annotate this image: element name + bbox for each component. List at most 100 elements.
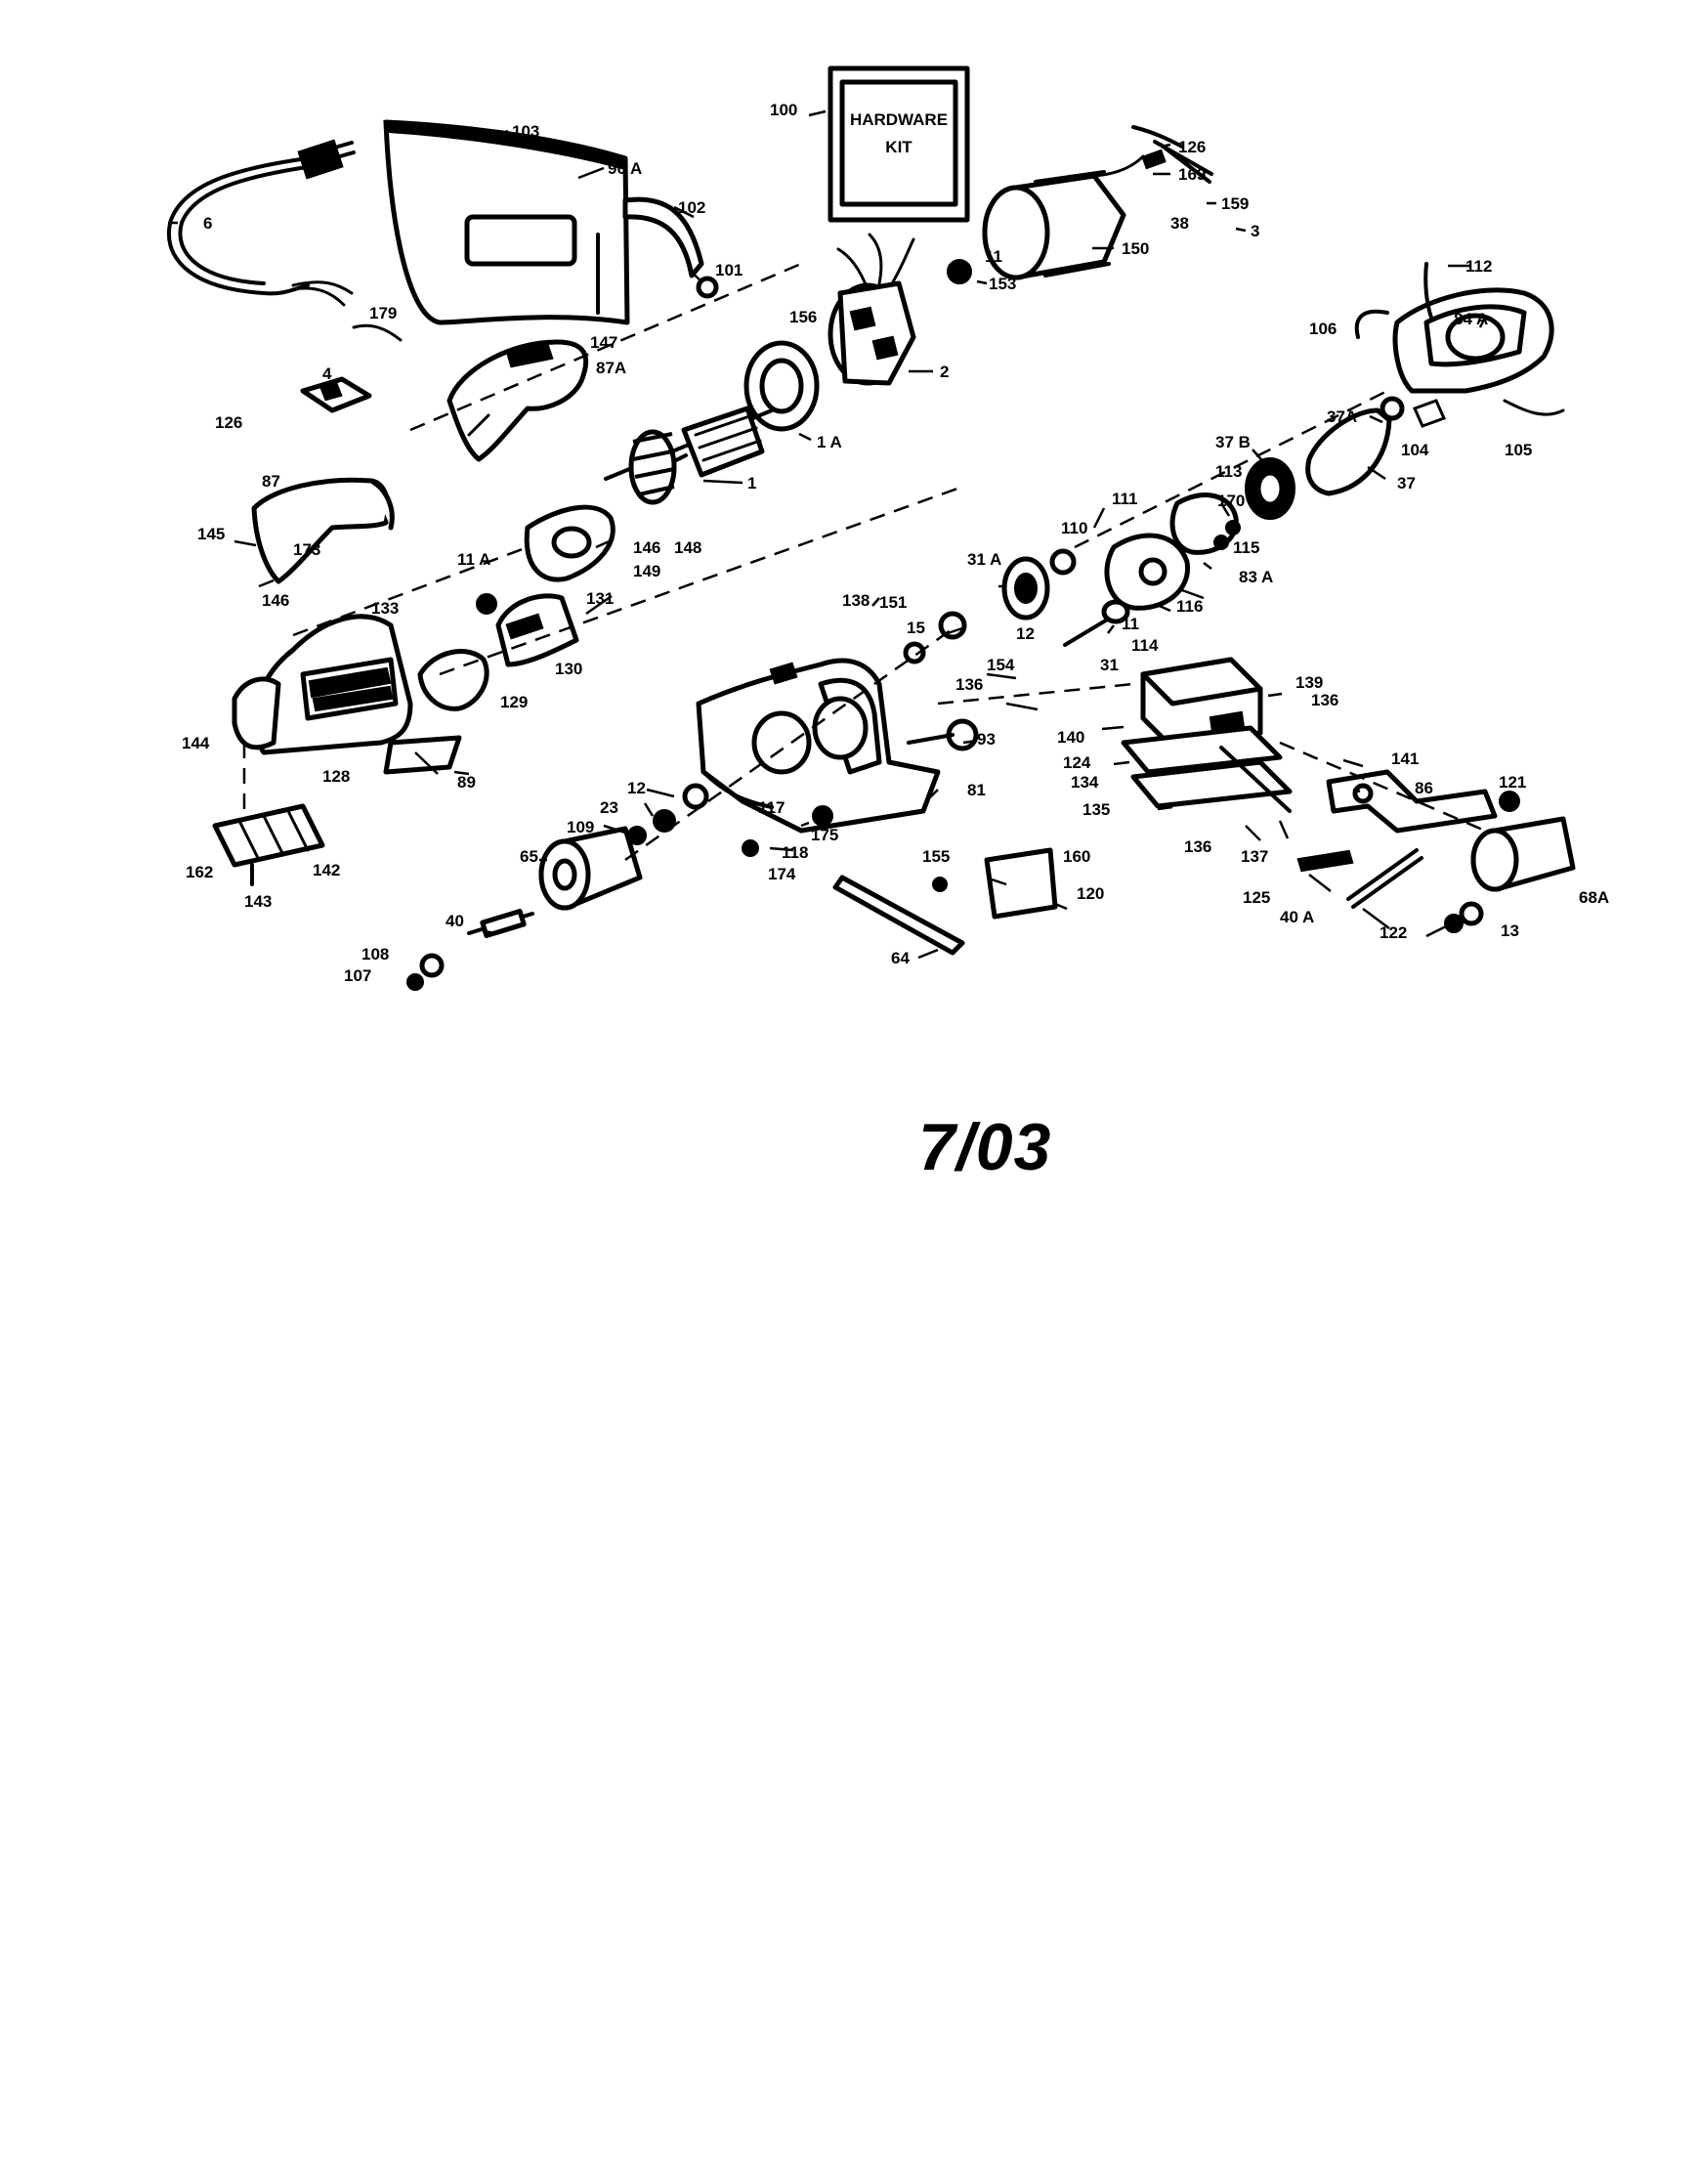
- callout-126a: 126: [215, 413, 242, 432]
- part-cover-116[interactable]: [1104, 533, 1190, 611]
- part-washer-108[interactable]: [419, 953, 445, 978]
- callout-146b: 146: [262, 591, 289, 610]
- part-field-stator[interactable]: [828, 233, 916, 386]
- part-bearing-12a[interactable]: [938, 611, 967, 640]
- part-spindle-65[interactable]: [538, 826, 643, 911]
- part-gear-case[interactable]: [696, 658, 979, 834]
- part-spindle-68a[interactable]: [1470, 816, 1576, 892]
- callout-141: 141: [1391, 749, 1419, 768]
- callout-23: 23: [600, 798, 618, 817]
- callout-68a: 68A: [1579, 888, 1609, 907]
- callout-151: 151: [879, 593, 907, 612]
- callout-31a: 31 A: [967, 550, 1001, 569]
- part-ball-170[interactable]: [1225, 520, 1241, 535]
- part-baffle-1a[interactable]: [743, 340, 820, 432]
- exploded-parts-diagram: HARDWARE KIT: [166, 65, 1609, 991]
- part-shoe-124[interactable]: [1140, 657, 1263, 750]
- part-screw-118[interactable]: [742, 839, 759, 857]
- part-washer-37a[interactable]: [1380, 396, 1405, 421]
- part-housing-129[interactable]: [417, 649, 489, 711]
- part-motor-housing[interactable]: [982, 125, 1213, 280]
- part-baffle-148[interactable]: [524, 504, 616, 582]
- part-washer-23[interactable]: [653, 809, 676, 833]
- callout-6: 6: [203, 214, 212, 233]
- callout-87: 87: [262, 472, 280, 491]
- part-blade-64[interactable]: [832, 875, 965, 956]
- callout-121: 121: [1499, 773, 1526, 792]
- part-clip-104[interactable]: [1412, 399, 1447, 428]
- part-gear-housing-84a[interactable]: [1354, 262, 1565, 416]
- part-washer-115[interactable]: [1213, 535, 1229, 550]
- callout-143: 143: [244, 892, 272, 911]
- part-washer-122[interactable]: [1444, 914, 1464, 933]
- callout-145: 145: [197, 525, 225, 543]
- part-shaft-40[interactable]: [467, 908, 534, 939]
- part-washer-110[interactable]: [1049, 548, 1077, 576]
- callout-87a: 87A: [596, 359, 626, 377]
- callout-4: 4: [322, 364, 332, 383]
- callout-134: 134: [1071, 773, 1099, 792]
- part-power-cord[interactable]: [166, 139, 356, 307]
- part-gear-37[interactable]: [1305, 407, 1392, 496]
- callout-93: 93: [977, 730, 996, 749]
- callout-108: 108: [361, 945, 389, 964]
- part-nut-121[interactable]: [1499, 791, 1520, 812]
- callout-124: 124: [1063, 753, 1091, 772]
- part-bearing-11a[interactable]: [476, 593, 497, 615]
- part-dust-bag[interactable]: [383, 119, 719, 325]
- part-shaft-40a[interactable]: [1346, 848, 1423, 909]
- part-shoe-plate-142[interactable]: [212, 803, 325, 886]
- callout-106: 106: [1309, 320, 1337, 338]
- part-screw-107[interactable]: [406, 973, 424, 991]
- part-rod-137[interactable]: [1219, 746, 1292, 813]
- callout-81: 81: [967, 781, 986, 799]
- part-pin-155[interactable]: [932, 877, 948, 892]
- callout-100: 100: [770, 101, 797, 119]
- callout-13: 13: [1501, 921, 1519, 940]
- callout-175: 175: [811, 826, 838, 844]
- callout-102: 102: [678, 198, 705, 217]
- callout-112: 112: [1465, 257, 1492, 276]
- callout-154: 154: [987, 656, 1015, 674]
- callout-1a: 1 A: [817, 433, 842, 451]
- callout-135: 135: [1082, 800, 1110, 819]
- callout-156: 156: [789, 308, 817, 326]
- callout-137: 137: [1241, 847, 1268, 866]
- part-plate-160[interactable]: [984, 847, 1058, 920]
- callout-11a: 11: [985, 247, 1002, 266]
- callout-131: 131: [586, 589, 614, 608]
- callout-139: 139: [1295, 673, 1323, 692]
- part-hardware-kit[interactable]: HARDWARE KIT: [828, 65, 970, 223]
- part-handle-87[interactable]: [251, 477, 395, 584]
- callout-111: 111: [1112, 490, 1138, 508]
- part-armature[interactable]: [604, 406, 774, 505]
- part-washer-109[interactable]: [627, 826, 647, 845]
- part-spring-125[interactable]: [1296, 849, 1354, 873]
- callout-125: 125: [1243, 888, 1270, 907]
- part-spring-179[interactable]: [352, 323, 403, 342]
- callout-155: 155: [922, 847, 950, 866]
- callout-11c: 11: [1122, 615, 1139, 633]
- part-gear-31a[interactable]: [1001, 556, 1050, 621]
- part-switch-4[interactable]: [300, 376, 372, 413]
- part-bearing-11[interactable]: [947, 259, 972, 284]
- callout-38: 38: [1170, 214, 1189, 233]
- callout-169: 169: [1178, 165, 1206, 184]
- callout-40a: 40 A: [1280, 908, 1314, 926]
- callout-149: 149: [633, 562, 660, 580]
- part-washer-13[interactable]: [1459, 901, 1484, 926]
- part-spindle-31[interactable]: [1063, 599, 1130, 647]
- part-bearing-12b[interactable]: [682, 783, 709, 810]
- leader-lines: [168, 109, 1487, 960]
- callout-2: 2: [940, 363, 949, 381]
- part-washer-15[interactable]: [903, 641, 926, 664]
- part-bracket-86[interactable]: [1326, 769, 1498, 834]
- part-handle-87a[interactable]: [446, 339, 589, 462]
- part-screw-117[interactable]: [812, 805, 833, 827]
- part-pad-134[interactable]: [1121, 725, 1283, 775]
- callout-31: 31: [1100, 656, 1119, 674]
- callout-109: 109: [567, 818, 594, 836]
- part-gear-37b[interactable]: [1245, 457, 1295, 520]
- callout-65: 65: [520, 847, 538, 866]
- part-motor-housing-main[interactable]: [232, 614, 462, 775]
